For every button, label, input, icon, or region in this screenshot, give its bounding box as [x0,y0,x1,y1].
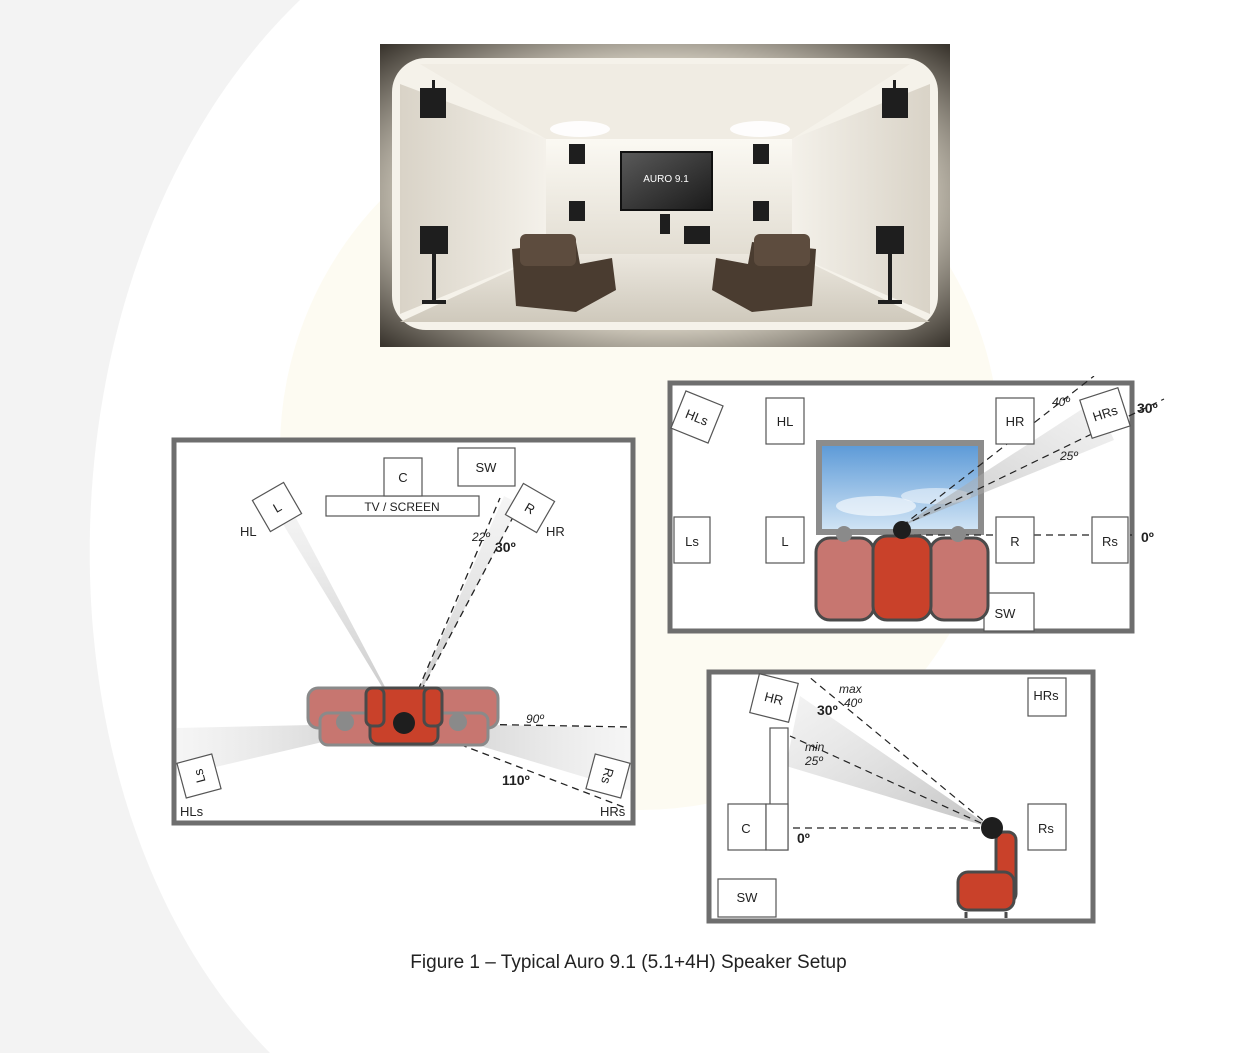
angle-30: 30º [495,539,516,555]
label-hr: HR [546,524,565,539]
speaker-c: C [398,470,407,485]
front-angle-0: 0º [1141,529,1154,545]
side-min-value: 25º [804,754,823,768]
label-hrs: HRs [600,804,626,819]
front-speaker-hl: HL [777,414,794,429]
side-listener [981,817,1003,839]
front-angle-25: 25º [1059,449,1078,463]
top-view-diagram: TV / SCREEN C SW L R Ls Rs HL HR HLs HRs… [171,437,636,826]
front-speaker-rs: Rs [1102,534,1118,549]
speaker-sw: SW [476,460,498,475]
side-angle-0: 0º [797,830,810,846]
side-speaker-sw: SW [737,890,759,905]
speaker-rs: Rs [598,766,617,786]
angle-110: 110º [502,772,530,788]
listener-position [393,712,415,734]
front-listener [893,521,911,539]
side-speaker-hrs: HRs [1033,688,1059,703]
side-max-label: max [839,682,863,696]
speaker-ls: Ls [190,767,208,785]
side-view-diagram: HR HRs Rs C SW max 40º 30º min 25º 0º [706,669,1096,924]
room-illustration: AURO 9.1 [380,44,950,347]
front-speaker-hr: HR [1006,414,1025,429]
side-speaker-hr: HR [763,689,785,708]
angle-90: 90º [526,712,544,726]
front-speaker-l: L [781,534,788,549]
side-max-value: 40º [844,696,862,710]
angle-22: 22º [471,530,490,544]
front-speaker-sw: SW [995,606,1017,621]
label-hls: HLs [180,804,204,819]
side-angle-30: 30º [817,702,838,718]
front-angle-40: 40º [1052,395,1070,409]
figure-caption: Figure 1 – Typical Auro 9.1 (5.1+4H) Spe… [410,952,847,973]
tv-brand-text: AURO 9.1 [643,174,689,185]
side-speaker-c: C [741,821,750,836]
label-hl: HL [240,524,257,539]
tv-screen-label: TV / SCREEN [364,500,439,514]
side-min-label: min [805,740,825,754]
front-view-diagram: HLs HRs HL HR Ls L R Rs SW 40º 25º 30º 0… [667,376,1165,634]
side-speaker-rs: Rs [1038,821,1054,836]
front-speaker-r: R [1010,534,1019,549]
front-angle-30: 30º [1137,400,1158,416]
front-speaker-ls: Ls [685,534,699,549]
